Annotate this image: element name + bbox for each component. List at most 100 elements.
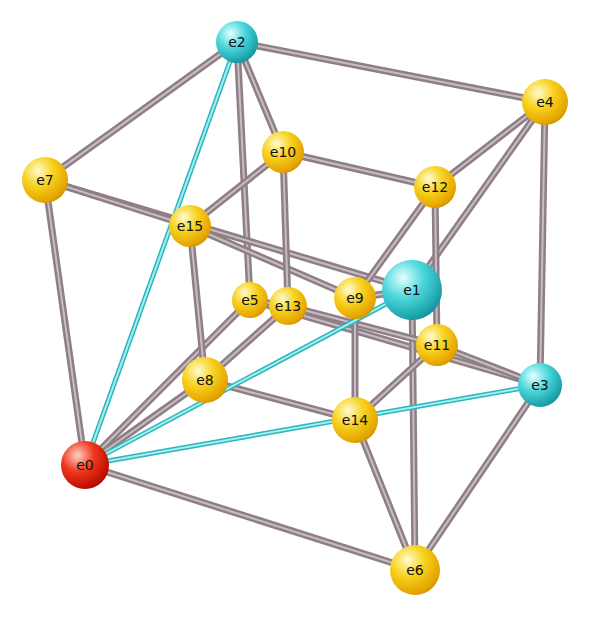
edge-rod [206, 164, 268, 213]
edge-highlight [456, 352, 521, 377]
edge-rod [428, 402, 528, 550]
edge-rod [66, 187, 171, 220]
edge-group [451, 115, 528, 174]
edge-rod [107, 472, 392, 563]
edge-rod [208, 234, 336, 290]
edge-group [101, 312, 238, 449]
edge-group [355, 318, 356, 398]
vertex-label: e6 [406, 563, 424, 577]
edge-rod [266, 305, 520, 379]
vertex-label: e12 [422, 180, 448, 194]
edge-highlight [412, 319, 414, 546]
edge-group [192, 246, 203, 358]
vertex-sphere: e0 [61, 441, 109, 489]
edge-rod [93, 61, 230, 444]
edge-highlight [206, 164, 268, 213]
edge-group [363, 440, 406, 547]
vertex-label: e1 [403, 283, 421, 297]
edge-highlight [540, 124, 544, 364]
vertex-sphere: e8 [182, 357, 228, 403]
vertex-label: e0 [76, 458, 94, 472]
vertex-label: e7 [36, 173, 54, 187]
edge-rod [105, 304, 386, 454]
edge-highlight [192, 246, 203, 358]
edge-group [540, 124, 544, 364]
edge-highlight [428, 402, 528, 550]
edge-group [371, 358, 422, 405]
edge-group [107, 472, 392, 563]
edge-rod [456, 352, 521, 377]
vertex-sphere: e12 [414, 166, 456, 208]
edge-group [221, 318, 274, 365]
edge-group [66, 187, 171, 220]
vertex-sphere: e2 [216, 21, 258, 63]
vertex-sphere: e15 [169, 205, 211, 247]
edge-rod [540, 124, 544, 364]
vertex-label: e4 [536, 95, 554, 109]
edge-group [266, 305, 520, 379]
edge-group [93, 61, 230, 444]
vertex-label: e13 [275, 299, 301, 313]
edge-rod [284, 172, 288, 288]
edge-highlight [208, 234, 336, 290]
edge-highlight [101, 312, 238, 449]
edge-rod [192, 246, 203, 358]
edge-highlight [226, 386, 333, 415]
vertex-sphere: e6 [390, 545, 440, 595]
vertex-sphere: e11 [416, 324, 458, 366]
vertex-sphere: e9 [334, 277, 376, 319]
edge-rod [221, 318, 274, 365]
edge-group [108, 389, 520, 461]
vertex-label: e15 [177, 219, 203, 233]
edge-highlight [48, 202, 82, 442]
vertex-sphere: e13 [269, 287, 307, 325]
edge-rod [363, 440, 406, 547]
vertex-label: e3 [531, 378, 549, 392]
edge-highlight [108, 389, 520, 461]
edge-group [456, 352, 521, 377]
edge-highlight [266, 305, 520, 379]
edge-group [245, 60, 276, 133]
edge-group [257, 46, 524, 98]
edge-highlight [371, 358, 422, 405]
edge-group [104, 393, 187, 452]
edge-group [48, 202, 82, 442]
vertex-sphere: e1 [382, 260, 442, 320]
vertex-sphere: e3 [518, 363, 562, 407]
edge-rod [451, 115, 528, 174]
edge-group [302, 156, 415, 182]
edge-rod [48, 202, 82, 442]
edge-rod [104, 393, 187, 452]
vertex-sphere: e5 [232, 282, 268, 318]
vertex-label: e2 [228, 35, 246, 49]
edge-highlight [451, 115, 528, 174]
edge-group [208, 234, 336, 290]
edge-highlight [284, 172, 288, 288]
edge-group [284, 172, 288, 288]
edge-highlight [257, 46, 524, 98]
edge-group [412, 319, 414, 546]
edge-highlight [104, 393, 187, 452]
edge-highlight [354, 318, 356, 398]
edge-highlight [221, 318, 274, 365]
edge-highlight [363, 440, 406, 547]
edge-rod [302, 156, 415, 182]
edge-group [226, 386, 333, 415]
vertex-label: e8 [196, 373, 214, 387]
edge-highlight [245, 60, 276, 133]
edge-highlight [105, 304, 386, 454]
edge-group [428, 402, 528, 550]
edge-highlight [107, 472, 392, 563]
vertex-label: e5 [241, 293, 259, 307]
vertex-sphere: e10 [262, 131, 304, 173]
vertex-sphere: e14 [332, 397, 378, 443]
vertex-sphere: e7 [22, 157, 68, 203]
edge-rod [412, 319, 414, 546]
edge-rod [101, 312, 238, 449]
edge-rod [371, 358, 422, 405]
vertex-label: e10 [270, 145, 296, 159]
edge-rod [352, 318, 359, 398]
vertex-sphere: e4 [522, 79, 568, 125]
edge-highlight [93, 61, 230, 444]
